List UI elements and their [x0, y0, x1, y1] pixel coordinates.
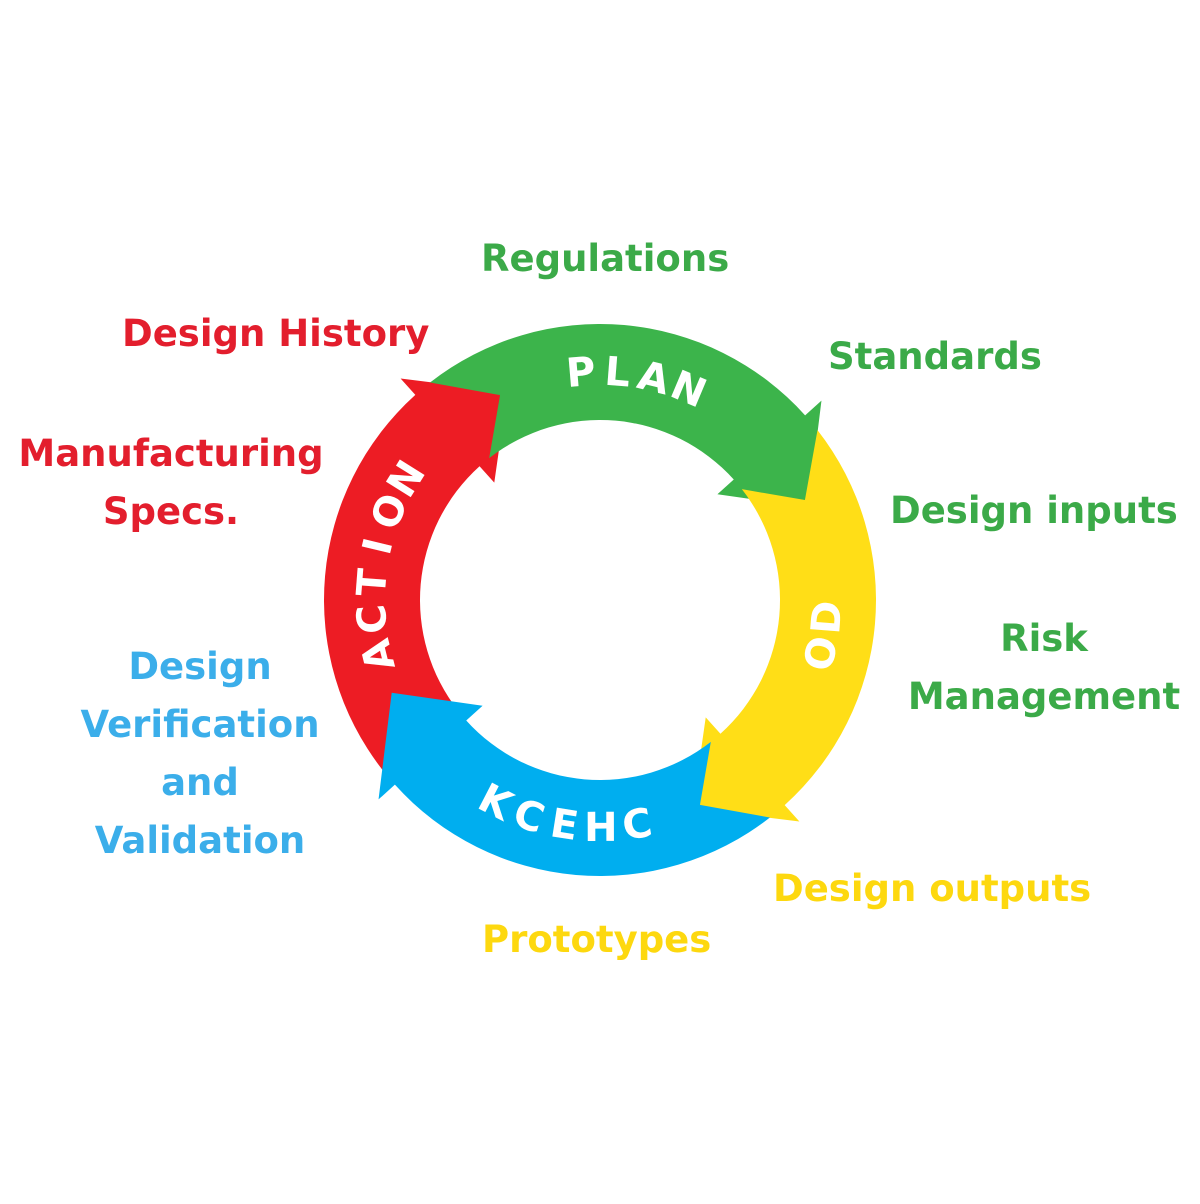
do-note-prototypes: Prototypes: [482, 918, 712, 961]
do-label-letter: D: [803, 599, 851, 636]
check-label-letter: H: [584, 805, 618, 851]
check-arrow-segment: [378, 692, 770, 876]
action-arrow-segment: [324, 378, 508, 770]
plan-label-letter: L: [603, 349, 632, 397]
action-note-line: Specs.: [102, 490, 240, 533]
action-note-line: Manufacturing: [18, 432, 324, 475]
check-note-line: and: [161, 761, 239, 804]
action-note-manufacturing-specs: Manufacturing Specs.: [18, 425, 324, 541]
do-arrow-segment: [692, 430, 877, 822]
plan-note-risk-management: Risk Management: [906, 610, 1182, 726]
action-label-letter: C: [349, 603, 397, 636]
plan-note-regulations: Regulations: [481, 237, 730, 280]
plan-note-standards: Standards: [828, 335, 1042, 378]
plan-note-line: Risk: [1000, 617, 1088, 660]
check-note-line: Verification: [80, 703, 320, 746]
plan-label-letter: P: [564, 349, 597, 397]
action-note-design-history: Design History: [122, 312, 430, 355]
check-note-design-verification-validation: Design Verification and Validation: [60, 638, 340, 870]
action-label-letter: T: [349, 566, 397, 597]
check-note-line: Design: [128, 645, 272, 688]
check-note-line: Validation: [94, 819, 306, 862]
plan-note-design-inputs: Design inputs: [890, 489, 1178, 532]
plan-arrow-segment: [430, 324, 822, 508]
do-note-design-outputs: Design outputs: [773, 867, 1092, 910]
plan-note-line: Management: [907, 675, 1181, 718]
